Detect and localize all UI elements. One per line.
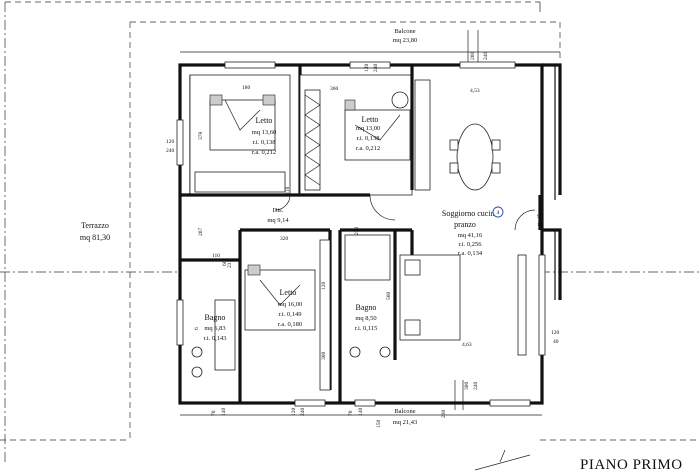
dim-240a: 240 (373, 64, 379, 73)
dim-110: 110 (212, 253, 220, 259)
dim-140b: 140 (358, 408, 364, 417)
wardrobe-3 (319, 239, 331, 391)
bagno1-ri: r.i. 0,143 (203, 335, 226, 342)
dim-463: 4,63 (462, 342, 472, 348)
dim-240b: 240 (483, 52, 489, 61)
dim-378: 378 (198, 132, 204, 141)
dim-120c: 120 (551, 330, 560, 336)
wardrobe-1 (194, 171, 286, 193)
letto3-area: mq 16,00 (278, 301, 303, 308)
dim-150: 150 (376, 420, 382, 429)
bed-2 (344, 99, 411, 161)
dim-240e: 240 (473, 382, 479, 391)
dim-6: 6 (194, 327, 200, 330)
dim-120b: 120 (166, 139, 175, 145)
letto2-area: mq 13,00 (356, 125, 381, 132)
balcone-bottom-area: mq 21,43 (393, 419, 418, 426)
soggiorno-ra: r.a. 0,134 (458, 250, 483, 257)
dim-120d: 120 (291, 408, 297, 417)
floor-title: PIANO PRIMO (580, 457, 683, 473)
dim-120a: 120 (364, 64, 370, 73)
dim-360: 360 (330, 86, 339, 92)
letto1-ra: r.a. 0,212 (252, 149, 276, 156)
bathroom-1-fixtures (191, 299, 236, 378)
bagno2-area: mq 8,50 (355, 315, 376, 322)
bagno1-area: mq 6,83 (204, 325, 225, 332)
dim-140a: 140 (221, 408, 227, 417)
terrace-outline (0, 1, 700, 465)
dim-240c: 240 (166, 148, 175, 154)
bed-3 (244, 264, 316, 331)
letto1-area: mq 13,60 (252, 129, 277, 136)
letto2-name: Letto (362, 115, 379, 124)
door-swings (274, 194, 536, 231)
dim-300b: 300 (321, 352, 327, 361)
soggiorno-area: mq 41,16 (458, 232, 483, 239)
dim-207: 207 (198, 228, 204, 237)
kitchen-counter (391, 79, 431, 191)
letto2-ri: r.i. 0,138 (356, 135, 379, 142)
balcone-top-area: mq 23,80 (393, 37, 418, 44)
letto3-ra: r.a. 0,180 (278, 321, 302, 328)
wardrobe-2 (304, 89, 321, 191)
bagno2-name: Bagno (356, 303, 377, 312)
soggiorno-name2: pranzo (454, 220, 476, 229)
room-labels: Balcone mq 23,80 Terrazzo mq 81,30 Letto… (80, 28, 499, 426)
letto1-ri: r.i. 0,138 (252, 139, 275, 146)
balcone-bottom-name: Balcone (394, 408, 415, 415)
dis-area: mq 9,14 (267, 217, 289, 224)
dim-90: 90 (537, 214, 543, 220)
bagno2-ri: r.i. 0,115 (355, 325, 378, 332)
dim-453: 4,53 (470, 88, 480, 94)
sofa (399, 254, 461, 341)
dim-70b: 70 (348, 410, 354, 416)
dim-500: 500 (386, 292, 392, 301)
dim-231: 231 (227, 260, 233, 269)
dim-318: 318 (285, 187, 291, 196)
balcony-railings (180, 51, 560, 416)
soggiorno-ri: r.i. 0,256 (458, 241, 482, 248)
dim-120e: 120 (321, 282, 327, 291)
room-marker: 4 (492, 206, 504, 218)
terrazzo-name: Terrazzo (81, 221, 109, 230)
balcone-top-name: Balcone (394, 28, 415, 35)
dim-233: 233 (354, 227, 360, 236)
soggiorno-name: Soggiorno cucina (442, 209, 499, 218)
dis-name: Dis. (273, 207, 284, 214)
bathroom-2-fixtures (344, 234, 391, 358)
letto3-ri: r.i. 0,149 (278, 311, 301, 318)
room-marker-number: 4 (497, 210, 500, 216)
letto3-name: Letto (280, 288, 297, 297)
dim-10: 10 (537, 222, 543, 228)
north-arrow (474, 449, 531, 471)
terrazzo-area: mq 81,30 (80, 233, 110, 242)
dim-320: 320 (280, 236, 289, 242)
letto2-ra: r.a. 0,212 (356, 145, 380, 152)
dim-230: 230 (441, 410, 447, 419)
dimension-labels: 120 240 200 240 120 240 120 40 70 140 12… (166, 52, 560, 429)
dim-70a: 70 (211, 410, 217, 416)
dim-240d: 240 (300, 408, 306, 417)
bagno1-name: Bagno (205, 313, 226, 322)
windows (176, 61, 546, 407)
dim-300: 300 (464, 382, 470, 391)
dim-40: 40 (553, 339, 559, 345)
dining-table (449, 123, 501, 191)
dim-180: 180 (242, 85, 251, 91)
dim-60: 60 (222, 260, 228, 266)
letto1-name: Letto (256, 116, 273, 125)
bed-1 (209, 94, 276, 151)
dim-200: 200 (470, 52, 476, 61)
